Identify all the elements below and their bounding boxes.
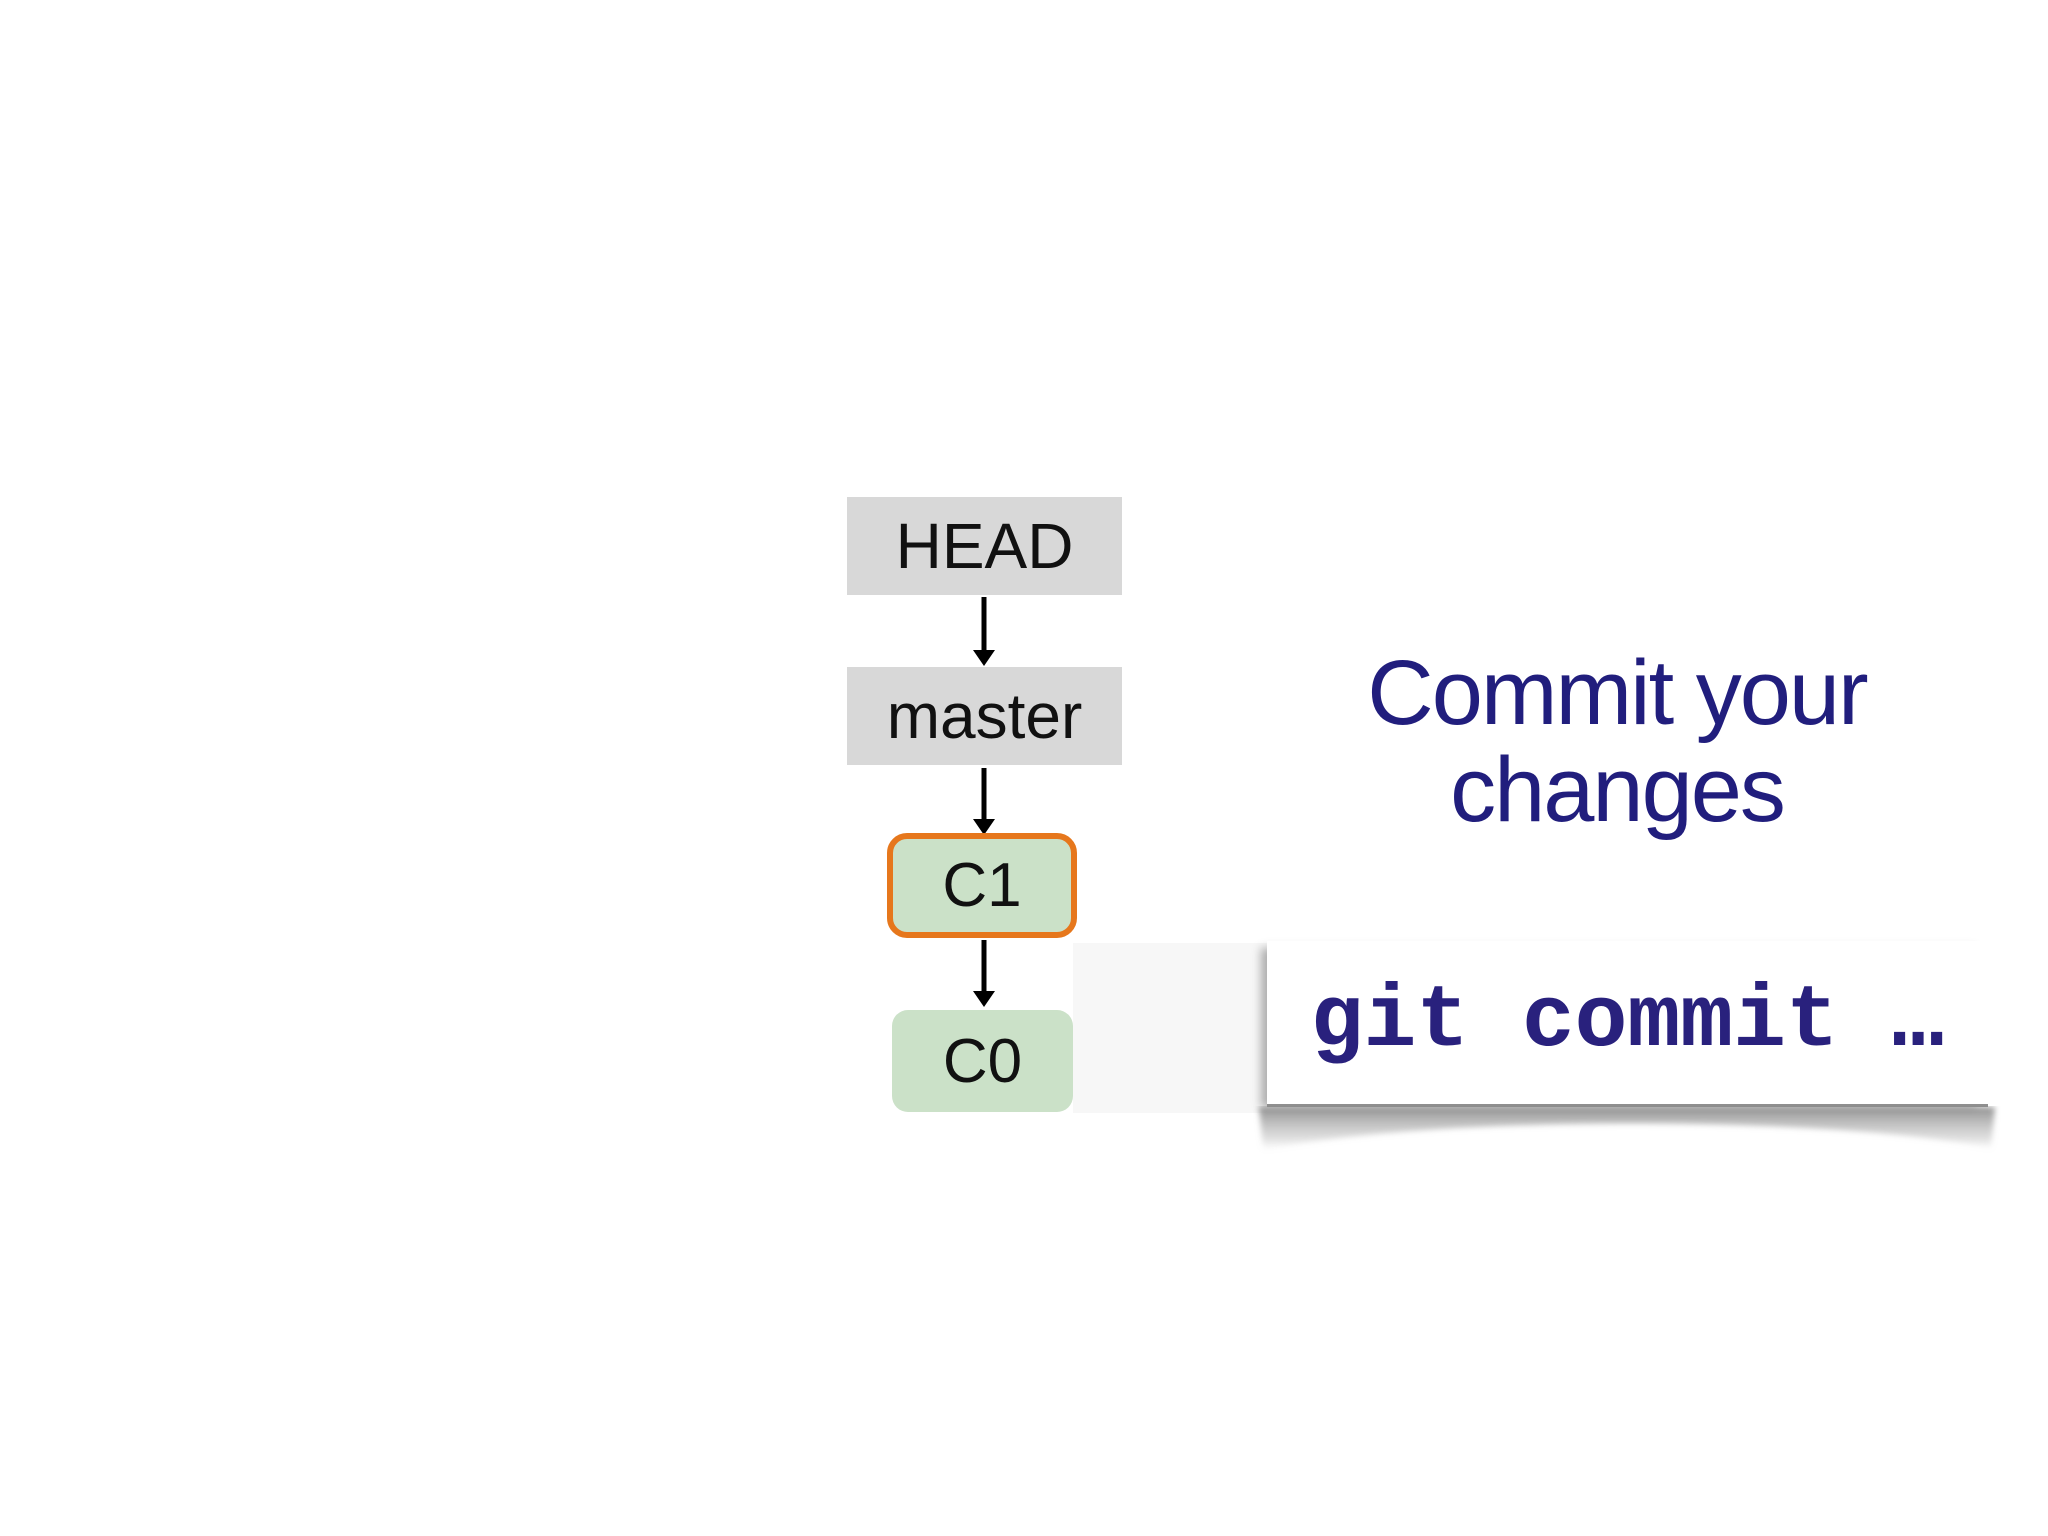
command-card: git commit … bbox=[1267, 941, 1988, 1107]
arrow-head-icon bbox=[973, 819, 995, 835]
node-head-label: HEAD bbox=[895, 510, 1074, 582]
arrow-head-icon bbox=[973, 991, 995, 1007]
command-text: git commit … bbox=[1310, 973, 1945, 1072]
headline-line-2: changes bbox=[1450, 738, 1786, 841]
command-card-shadow bbox=[1259, 1107, 1995, 1150]
headline-line-1: Commit your bbox=[1367, 642, 1868, 744]
node-c1-label: C1 bbox=[942, 851, 1022, 920]
arrow-c1-to-c0 bbox=[973, 940, 995, 1007]
node-master: master bbox=[847, 667, 1122, 765]
arrow-head-to-master bbox=[973, 597, 995, 666]
node-head: HEAD bbox=[847, 497, 1122, 595]
node-c0-label: C0 bbox=[942, 1026, 1023, 1096]
arrow-master-to-c1 bbox=[973, 768, 995, 835]
node-c0: C0 bbox=[892, 1010, 1073, 1112]
slide-headline: Commit your changes bbox=[1197, 645, 2037, 838]
card-shadow-swoosh bbox=[1259, 1107, 1995, 1150]
node-c1-highlighted: C1 bbox=[887, 833, 1077, 938]
arrow-head-icon bbox=[973, 650, 995, 666]
node-master-label: master bbox=[886, 680, 1083, 752]
